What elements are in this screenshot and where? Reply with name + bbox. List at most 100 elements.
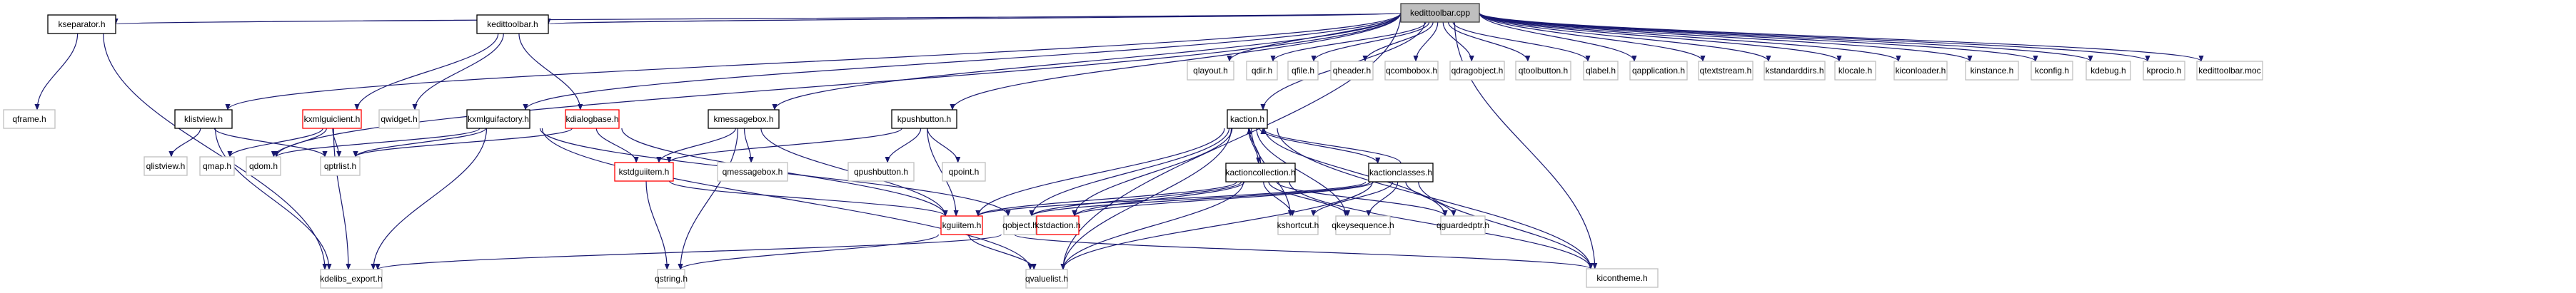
node-box: [1834, 61, 1876, 81]
node-box: [565, 109, 620, 129]
node-qtextstream-h: qtextstream.h: [1698, 61, 1754, 81]
edge-kaction-h-to-qguardedptr-h: [1264, 128, 1448, 217]
node-box: [1400, 3, 1480, 23]
edge-kedittoolbar-cpp-to-qapplication-h: [1479, 12, 1637, 62]
node-label: qkeysequence.h: [1332, 220, 1394, 230]
node-box: [1225, 163, 1296, 183]
node-label: qmap.h: [203, 161, 231, 171]
node-qstring-h: qstring.h: [655, 269, 688, 289]
edge-kedittoolbar-cpp-to-kstandarddirs-h: [1479, 12, 1771, 62]
node-kstdguiitem-h[interactable]: kstdguiitem.h: [614, 162, 674, 182]
edge-kaction-h-to-kstdaction-h: [1072, 128, 1233, 217]
edge-kpushbutton-h-to-qpushbutton-h: [885, 128, 922, 163]
node-kmessagebox-h[interactable]: kmessagebox.h: [708, 109, 780, 129]
node-label: qguardedptr.h: [1437, 220, 1489, 230]
node-label: qptrlist.h: [324, 161, 356, 171]
node-box: [1893, 61, 1948, 81]
node-box: [940, 215, 983, 235]
node-box: [476, 14, 549, 34]
edge-kedittoolbar-cpp-to-kconfig-h: [1479, 12, 2038, 62]
node-label: kconfig.h: [2035, 66, 2069, 76]
node-label: qcombobox.h: [1386, 66, 1437, 76]
edge-kactioncollection-h-to-qkeysequence-h: [1268, 181, 1351, 217]
edge-kactionclasses-h-to-kshortcut-h: [1311, 181, 1394, 217]
node-label: qdragobject.h: [1451, 66, 1504, 76]
nodes-layer: kedittoolbar.cpp kseparator.h kedittoolbar…: [3, 3, 2263, 289]
node-box: [1025, 269, 1068, 289]
edge-kactioncollection-h-to-kicontheme-h: [1289, 181, 1594, 269]
edge-kguiitem-h-to-qstring-h: [678, 234, 940, 270]
node-qpoint-h: qpoint.h: [942, 162, 986, 182]
edge-kactionclasses-h-to-kguiitem-h: [975, 181, 1367, 217]
node-qtoolbutton-h: qtoolbutton.h: [1515, 61, 1571, 81]
node-label: kstdguiitem.h: [619, 167, 670, 177]
edge-kmessagebox-h-to-kstdguiitem-h: [656, 128, 736, 163]
node-label: qobject.h: [1002, 220, 1037, 230]
node-label: qapplication.h: [1632, 66, 1685, 76]
node-label: kxmlguifactory.h: [468, 114, 529, 124]
node-label: kactioncollection.h: [1225, 168, 1295, 178]
node-kshortcut-h: kshortcut.h: [1277, 215, 1319, 235]
edge-kpushbutton-h-to-kstdguiitem-h: [666, 128, 902, 163]
edge-kedittoolbar-h-to-kdialogbase-h: [518, 33, 583, 110]
node-kdialogbase-h[interactable]: kdialogbase.h: [565, 109, 620, 129]
node-kedittoolbar-cpp[interactable]: kedittoolbar.cpp: [1400, 3, 1480, 23]
node-kaction-h[interactable]: kaction.h: [1227, 109, 1268, 129]
node-label: kedittoolbar.cpp: [1410, 8, 1470, 18]
node-kactionclasses-h[interactable]: kactionclasses.h: [1368, 163, 1434, 183]
node-label: qpoint.h: [949, 167, 980, 177]
node-label: kxmlguiclient.h: [304, 114, 361, 124]
node-kstdaction-h[interactable]: kstdaction.h: [1035, 215, 1081, 235]
node-label: kiconloader.h: [1896, 66, 1946, 76]
node-kedittoolbar-moc: kedittoolbar.moc: [2196, 61, 2263, 81]
node-label: kprocio.h: [2147, 66, 2182, 76]
node-label: kdelibs_export.h: [320, 274, 382, 284]
node-box: [1246, 61, 1278, 81]
node-kprocio-h: kprocio.h: [2143, 61, 2185, 81]
node-label: qpushbutton.h: [854, 167, 908, 177]
node-qmap-h: qmap.h: [199, 156, 235, 176]
edge-kaction-h-to-kactionclasses-h: [1259, 128, 1381, 164]
node-qcombobox-h: qcombobox.h: [1384, 61, 1439, 81]
edge-kactionclasses-h-to-qobject-h: [1029, 181, 1371, 217]
edge-kactioncollection-h-to-kaction-h: [1247, 128, 1262, 164]
node-label: kaction.h: [1230, 114, 1264, 124]
node-kdelibs-export-h: kdelibs_export.h: [320, 269, 383, 289]
node-label: kshortcut.h: [1277, 220, 1319, 230]
node-kxmlguiclient-h[interactable]: kxmlguiclient.h: [302, 109, 362, 129]
node-kpushbutton-h[interactable]: kpushbutton.h: [891, 109, 957, 129]
edge-kaction-h-to-qvaluelist-h: [1060, 128, 1232, 270]
edge-kedittoolbar-cpp-to-qheader-h: [1362, 21, 1434, 62]
node-box: [174, 109, 233, 129]
edge-kactioncollection-h-to-kstdaction-h: [1072, 181, 1245, 217]
node-box: [199, 156, 235, 176]
node-label: qtoolbutton.h: [1519, 66, 1568, 76]
node-qvaluelist-h: qvaluelist.h: [1025, 269, 1068, 289]
node-kxmlguifactory-h[interactable]: kxmlguifactory.h: [466, 109, 530, 129]
node-kguiitem-h[interactable]: kguiitem.h: [940, 215, 983, 235]
node-label: qlabel.h: [1586, 66, 1616, 76]
node-label: qfile.h: [1292, 66, 1314, 76]
node-label: kstdaction.h: [1035, 220, 1080, 230]
edge-kedittoolbar-cpp-to-kpushbutton-h: [950, 12, 1402, 110]
edge-kedittoolbar-cpp-to-kiconloader-h: [1479, 12, 1901, 62]
node-klistview-h[interactable]: klistview.h: [174, 109, 233, 129]
node-box: [1330, 61, 1374, 81]
node-box: [1698, 61, 1754, 81]
edge-kedittoolbar-cpp-to-qvaluelist-h: [1060, 12, 1402, 270]
node-box: [1227, 109, 1268, 129]
node-box: [320, 269, 383, 289]
node-kactioncollection-h[interactable]: kactioncollection.h: [1225, 163, 1296, 183]
edge-kxmlguiclient-h-to-qptrlist-h: [332, 128, 342, 158]
node-kedittoolbar-h[interactable]: kedittoolbar.h: [476, 14, 549, 34]
edge-kedittoolbar-cpp-to-kinstance-h: [1479, 12, 1973, 62]
edge-kedittoolbar-cpp-to-kicontheme-h: [1454, 21, 1598, 269]
node-kseparator-h[interactable]: kseparator.h: [47, 14, 116, 34]
edge-kaction-h-to-kicontheme-h: [1277, 128, 1594, 269]
node-kdebug-h: kdebug.h: [2086, 61, 2131, 81]
edge-kseparator-h-to-kdelibs-export-h: [103, 33, 328, 270]
node-box: [1287, 61, 1319, 81]
edge-kedittoolbar-cpp-to-qdir-h: [1270, 21, 1427, 62]
edge-kedittoolbar-cpp-to-kedittoolbar-moc: [1479, 12, 2204, 62]
